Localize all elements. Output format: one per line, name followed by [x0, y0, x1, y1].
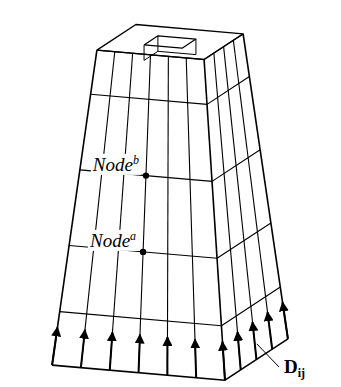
opening-wall: [157, 36, 158, 52]
load-arrow: [222, 342, 225, 380]
load-arrow: [237, 332, 240, 370]
load-label: Dij: [282, 357, 307, 380]
ring-line: [80, 150, 260, 182]
top-opening: [144, 36, 196, 48]
load-arrow: [52, 327, 57, 365]
load-arrow: [110, 332, 113, 370]
outline-edge: [243, 34, 288, 339]
load-arrow: [283, 302, 288, 339]
ring-line: [52, 339, 288, 380]
load-arrow: [195, 339, 196, 377]
load-arrow: [81, 330, 85, 368]
node-dot: [140, 249, 146, 255]
label-index: b: [133, 152, 139, 166]
load-arrow: [139, 335, 140, 373]
outline-edge: [52, 50, 97, 365]
mesh-line: [139, 55, 151, 373]
mesh-line: [110, 53, 133, 370]
opening-wall: [144, 39, 196, 60]
label-text: D: [284, 356, 298, 377]
node-label: Nodeb: [91, 153, 141, 174]
label-text: Node: [93, 154, 133, 175]
mesh-line: [167, 56, 168, 375]
load-arrow: [166, 337, 168, 375]
load-arrow: [253, 322, 257, 360]
label-index: a: [130, 229, 136, 243]
node-label: Nodea: [88, 230, 138, 251]
top-rim: [97, 25, 243, 60]
ring-line: [69, 223, 271, 258]
mesh-line: [81, 52, 115, 368]
outline-edge: [204, 59, 225, 380]
load-arrow: [268, 312, 273, 349]
ring-line: [97, 34, 243, 60]
label-index: ij: [298, 366, 305, 380]
ring-line: [91, 77, 250, 105]
leader-line: [257, 344, 279, 367]
mesh-group: [52, 25, 288, 381]
mesh-line: [186, 58, 196, 378]
node-dot: [143, 172, 149, 178]
ring-line: [60, 287, 281, 326]
label-text: Node: [90, 230, 130, 251]
